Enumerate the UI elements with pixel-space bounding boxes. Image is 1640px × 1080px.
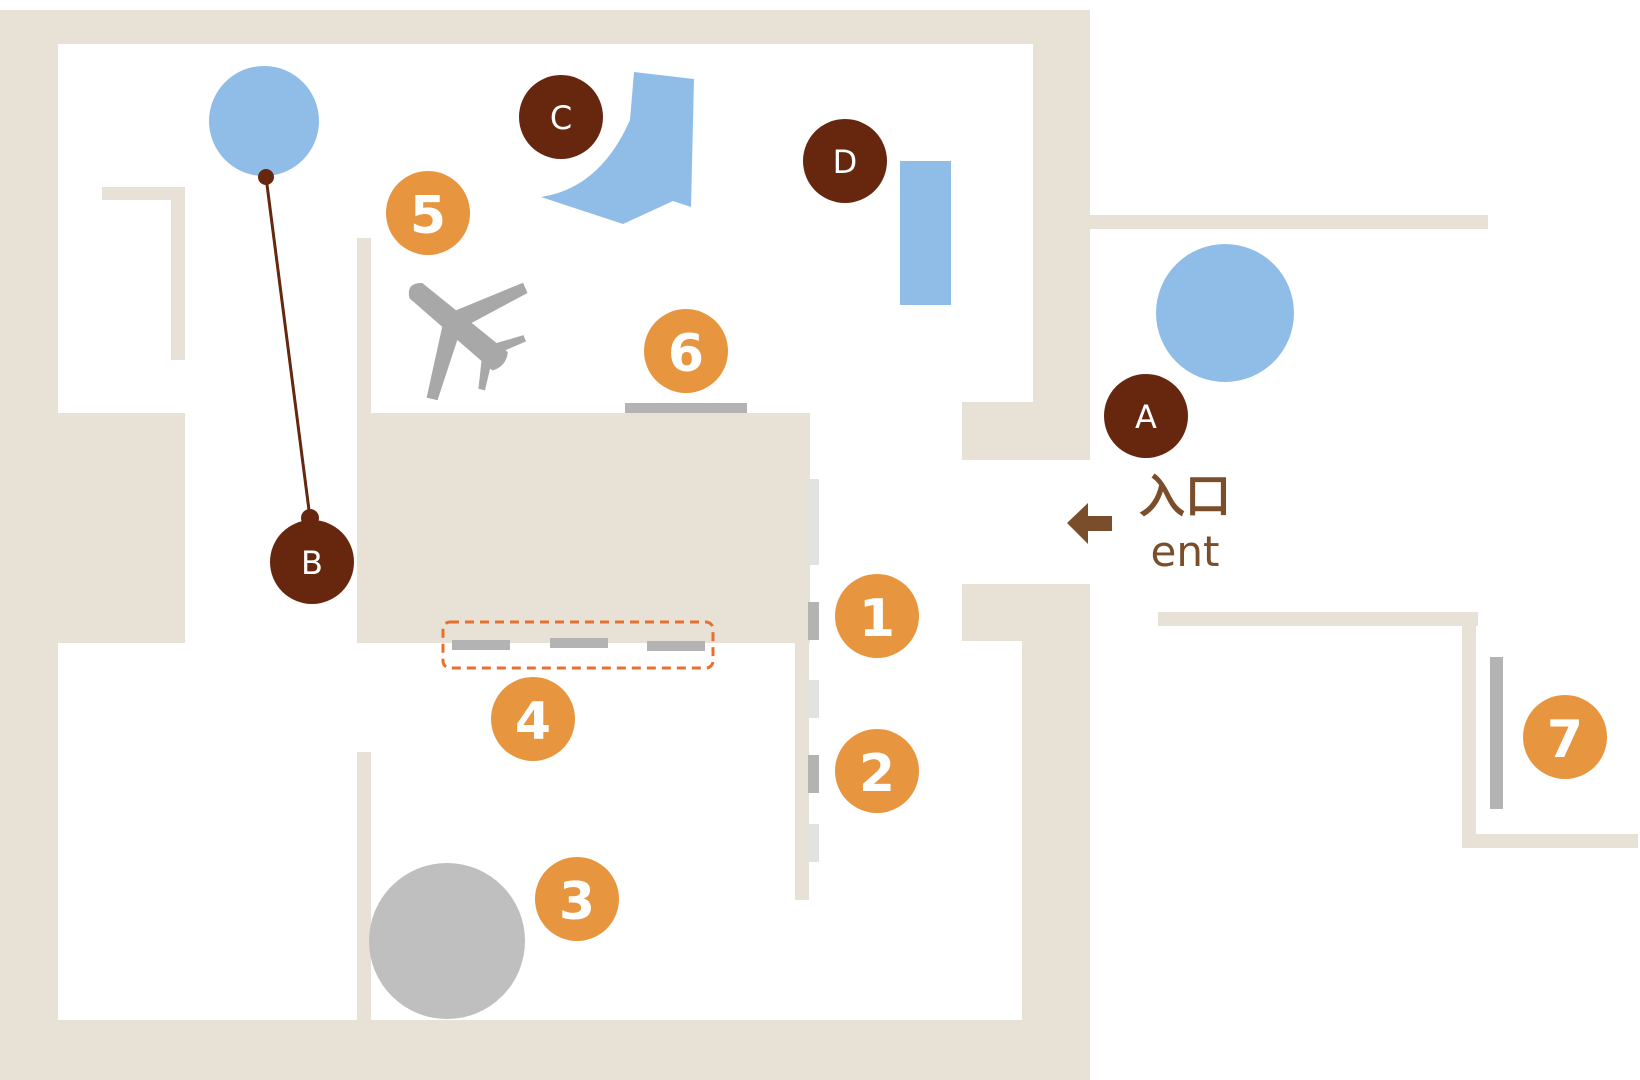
entrance-label-jp: 入口 [1139,469,1231,523]
walls [0,10,1638,1080]
spot-marker-4-circle [491,677,575,761]
wall-bottom [0,1020,1090,1080]
spot-marker-4[interactable]: 4 [491,677,575,761]
point-marker-d[interactable]: D [803,119,887,203]
blue-curved-panel-c [541,72,694,224]
exhibit-bar-4c [647,641,705,651]
spot-marker-3-circle [535,857,619,941]
partition-mid-v-lower [357,752,371,1022]
wall-entrance-bottom [962,584,1090,641]
partition-upper-left-h [102,187,184,200]
spot-marker-3[interactable]: 3 [535,857,619,941]
point-marker-a-circle [1104,374,1188,458]
central-block [357,413,810,643]
spot-marker-2-circle [835,729,919,813]
spot-marker-6-circle [644,309,728,393]
corridor-line-v [1462,612,1476,847]
wall-right-upper [1033,10,1090,460]
spot-marker-1-label: 1 [859,589,895,649]
point-marker-b-label: B [301,544,323,582]
blue-panel-d [900,161,951,305]
corridor-line-mid [1158,612,1478,626]
point-marker-a-label: A [1135,398,1157,436]
exhibit-bar-2 [808,755,819,793]
spot-4-highlight [441,620,715,670]
spot-marker-7-label: 7 [1547,710,1583,770]
spot-marker-2[interactable]: 2 [835,729,919,813]
point-marker-c-label: C [550,99,572,137]
light-panel-2 [808,680,819,718]
connector-end-top [258,169,274,185]
corridor-line-bottom [1462,834,1638,848]
blue-circle-upper-left [209,66,319,176]
point-markers: A B C D [270,75,1188,604]
spot-marker-5-label: 5 [410,186,446,246]
entrance[interactable]: 入口 ent [1067,469,1231,576]
light-panels [808,479,819,862]
wall-entrance-top [962,402,1090,460]
light-panel-1 [808,479,819,565]
wall-left-block [40,413,185,643]
spot-marker-7-circle [1523,695,1607,779]
point-b-connector [258,169,319,527]
light-panel-3 [808,824,819,862]
point-marker-d-label: D [833,143,858,181]
spot-marker-2-label: 2 [859,744,895,804]
spot-marker-1[interactable]: 1 [835,574,919,658]
wall-top [0,10,1090,44]
connector-line [264,176,312,519]
exhibit-bar-1 [808,602,819,640]
blue-features [209,66,1294,382]
corridor-line-top [1088,215,1488,229]
point-marker-c[interactable]: C [519,75,603,159]
spot-marker-5-circle [386,171,470,255]
left-arrow-icon [1067,503,1112,544]
spot-marker-4-label: 4 [515,692,551,752]
point-marker-d-circle [803,119,887,203]
partition-upper-left-v [171,187,185,360]
point-marker-c-circle [519,75,603,159]
spot-marker-3-label: 3 [559,872,595,932]
partition-right-v [795,640,809,900]
gray-circle-feature [369,863,525,1019]
wall-right-lower [1022,588,1090,1080]
exhibit-bar-7 [1490,657,1503,809]
entrance-label-en: ent [1151,527,1220,576]
exhibit-bar-4b [550,638,608,648]
exhibit-bars [452,403,1503,809]
airplane-icon [408,282,528,401]
spot-marker-1-circle [835,574,919,658]
point-marker-b[interactable]: B [270,520,354,604]
spot-marker-6-label: 6 [668,324,704,384]
point-marker-a[interactable]: A [1104,374,1188,458]
spot-marker-6[interactable]: 6 [644,309,728,393]
point-marker-b-circle [270,520,354,604]
exhibit-bar-4a [452,640,510,650]
spot-markers: 1 2 3 4 5 6 7 [386,171,1607,941]
exhibit-bar-6 [625,403,747,413]
spot-marker-5[interactable]: 5 [386,171,470,255]
partition-mid-v-upper [357,238,371,418]
spot-marker-7[interactable]: 7 [1523,695,1607,779]
blue-circle-right [1156,244,1294,382]
